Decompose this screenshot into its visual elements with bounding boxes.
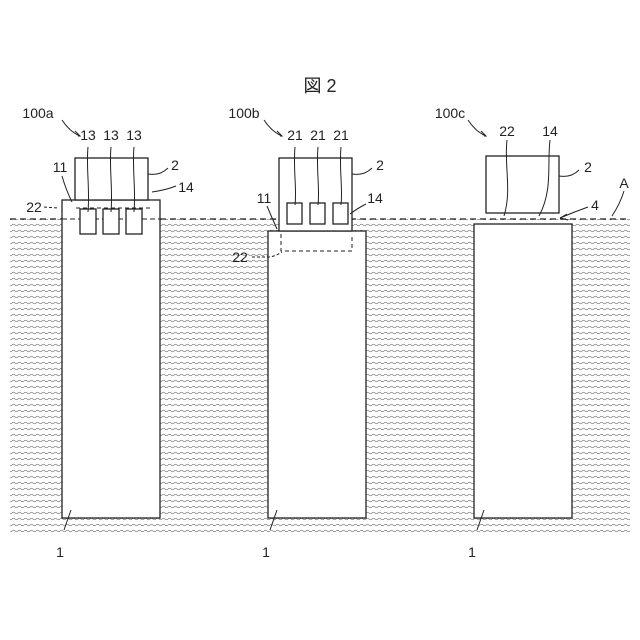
label-2-b: 2	[376, 157, 384, 173]
connector-21-b-2	[310, 203, 325, 224]
label-2-c: 2	[584, 159, 592, 175]
leader-2-c	[559, 170, 579, 176]
label-100b: 100b	[228, 105, 259, 121]
label-14-c: 14	[542, 123, 558, 139]
label-4-c: 4	[591, 197, 599, 213]
label-14-b: 14	[367, 190, 383, 206]
label-21-b-2: 21	[310, 127, 326, 143]
figure-title: 図 2	[303, 76, 336, 96]
label-2-a: 2	[171, 157, 179, 173]
label-22-c: 22	[499, 123, 515, 139]
connector-13-a-3	[126, 209, 142, 234]
label-21-b-1: 21	[287, 127, 303, 143]
label-1-a: 1	[56, 544, 64, 560]
leader-2-b	[352, 168, 372, 174]
label-100a: 100a	[22, 105, 53, 121]
label-13-a-3: 13	[126, 127, 142, 143]
leader-4-c	[560, 207, 588, 218]
pile-1-c	[474, 224, 572, 518]
connector-21-b-1	[287, 203, 302, 224]
label-22-a: 22	[26, 199, 42, 215]
label-11-b: 11	[257, 190, 272, 206]
connector-21-b-3	[333, 203, 348, 224]
label-1-c: 1	[468, 544, 476, 560]
leader-14-a	[152, 186, 176, 192]
label-1-b: 1	[262, 544, 270, 560]
label-100c: 100c	[435, 105, 465, 121]
connector-13-a-2	[103, 209, 119, 234]
leader-2-a	[148, 168, 168, 174]
arrow-100a	[62, 120, 80, 136]
pile-1-a	[62, 200, 160, 518]
label-22-b: 22	[232, 249, 248, 265]
connector-13-a-1	[80, 209, 96, 234]
label-13-a-1: 13	[80, 127, 96, 143]
pile-1-b	[268, 231, 366, 518]
label-14-a: 14	[178, 179, 194, 195]
leader-A	[612, 191, 624, 216]
arrow-100c	[468, 120, 486, 136]
label-13-a-2: 13	[103, 127, 119, 143]
label-21-b-3: 21	[333, 127, 349, 143]
label-11-a: 11	[53, 159, 68, 175]
leader-11-a	[62, 176, 72, 202]
arrow-100b	[264, 120, 282, 136]
label-A: A	[619, 175, 629, 191]
leader-22-a	[44, 207, 58, 208]
